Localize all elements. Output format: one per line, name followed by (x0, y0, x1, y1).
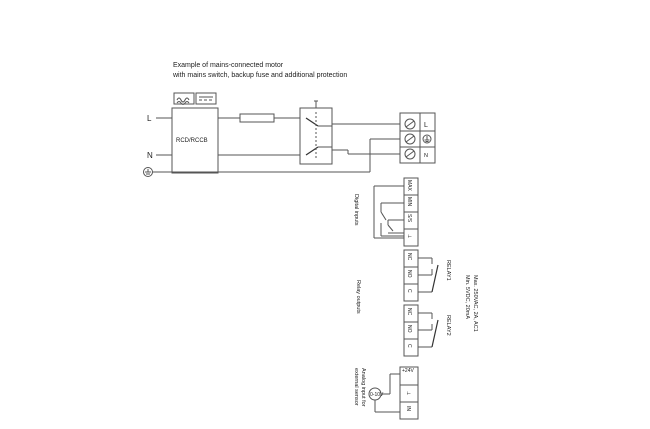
di-terminal-max: MAX (406, 180, 412, 192)
di-terminal-min: MIN (406, 197, 412, 207)
analog-input-terminal-block (399, 366, 419, 420)
relay2-terminal-block (403, 304, 439, 357)
line-label: L (147, 114, 152, 123)
analog-terminal-24v: +24V (402, 368, 414, 374)
di-terminal-ground: ⊥ (406, 234, 412, 238)
relay2-name: RELAY2 (445, 315, 451, 336)
di-terminal-ss: S/S (406, 214, 412, 223)
rcd-label: RCD/RCCB (176, 138, 208, 144)
caption-line-1: Example of mains-connected motor (173, 62, 284, 69)
digital-input-terminal-block (403, 177, 419, 247)
relay-rating-line-2: Min. 5VDC, 20mA (464, 275, 470, 319)
relay1-name: RELAY1 (445, 260, 451, 281)
ground-icon (143, 167, 153, 177)
digital-input-switches (373, 185, 404, 239)
relay1-terminal-no: NO (406, 270, 412, 278)
neutral-label: N (147, 151, 153, 160)
motor-terminal-n: N (424, 153, 428, 159)
diagram-caption: Example of mains-connected motor with ma… (173, 61, 347, 81)
backup-fuse (239, 113, 275, 123)
analog-terminal-in: IN (405, 406, 411, 411)
caption-line-2: with mains switch, backup fuse and addit… (173, 72, 348, 79)
relay1-terminal-nc: NC (406, 253, 412, 261)
ac-symbol-icon (173, 92, 195, 105)
digital-inputs-label: Digital inputs (353, 194, 359, 226)
dc-symbol-icon (195, 92, 217, 105)
relay1-terminal-block (403, 249, 439, 302)
analog-input-label-2: external sensor (353, 368, 359, 406)
motor-terminal-block (399, 112, 436, 164)
relay2-terminal-c: C (406, 344, 412, 348)
sensor-label: 0-10V (370, 392, 384, 398)
relay-outputs-label: Relay outputs (355, 280, 361, 314)
analog-input-label-1: Analog input for (360, 368, 366, 407)
rcd-box (171, 107, 219, 174)
earth-terminal-icon (422, 134, 432, 144)
relay2-terminal-nc: NC (406, 308, 412, 316)
relay1-terminal-c: C (406, 289, 412, 293)
analog-terminal-ground: ⊥ (405, 391, 411, 395)
relay2-terminal-no: NO (406, 325, 412, 333)
relay-rating-line-1: Max. 250VAC, 2A, AC1 (472, 275, 478, 332)
motor-terminal-l: L (424, 122, 428, 129)
sensor-icon (368, 373, 400, 413)
